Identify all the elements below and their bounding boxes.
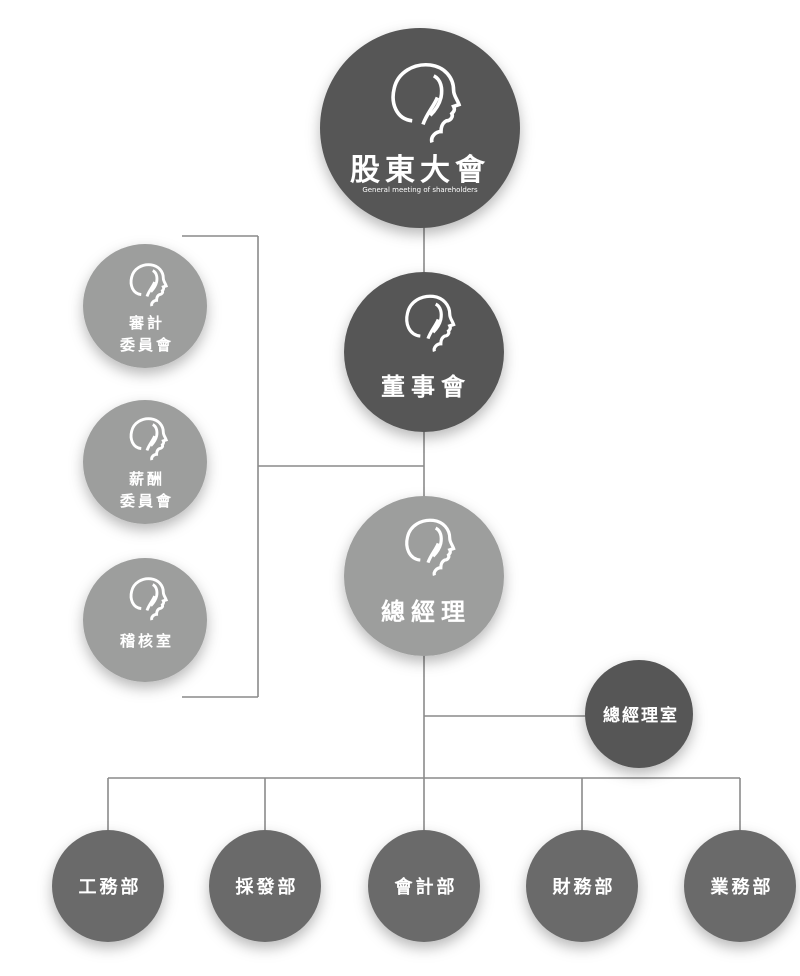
node-audit-label-line1: 審計 bbox=[128, 314, 165, 332]
node-audit-circle bbox=[83, 244, 207, 368]
node-gm-circle bbox=[344, 496, 504, 656]
node-audit-label-line2: 委員會 bbox=[120, 336, 174, 354]
node-dept-label: 業務部 bbox=[710, 876, 774, 898]
node-dept-circle bbox=[368, 830, 480, 942]
node-gm-office-label: 總經理室 bbox=[603, 705, 679, 726]
node-remuneration-label-line2: 委員會 bbox=[120, 492, 174, 510]
node-dept-circle bbox=[52, 830, 164, 942]
node-shareholders-circle bbox=[320, 28, 520, 228]
node-shareholders-label: 股東大會 bbox=[350, 153, 490, 188]
node-dept-label: 採發部 bbox=[236, 876, 299, 898]
node-dept-circle bbox=[684, 830, 796, 942]
node-gm-office-circle bbox=[585, 660, 693, 768]
node-dept-procurement[interactable]: 採發部 bbox=[209, 830, 321, 942]
node-remuneration-circle bbox=[83, 400, 207, 524]
node-shareholders[interactable]: 股東大會 General meeting of shareholders bbox=[320, 28, 520, 228]
node-dept-circle bbox=[209, 830, 321, 942]
node-internal-audit-circle bbox=[83, 558, 207, 682]
node-shareholders-sublabel: General meeting of shareholders bbox=[362, 186, 478, 194]
node-dept-engineering[interactable]: 工務部 bbox=[52, 830, 164, 942]
node-audit-committee[interactable]: 審計 委員會 bbox=[83, 244, 207, 368]
node-dept-label: 財務部 bbox=[553, 876, 616, 898]
node-general-manager[interactable]: 總經理 bbox=[344, 496, 504, 656]
node-dept-accounting[interactable]: 會計部 bbox=[368, 830, 480, 942]
node-dept-sales[interactable]: 業務部 bbox=[684, 830, 796, 942]
node-remuneration-committee[interactable]: 薪酬 委員會 bbox=[83, 400, 207, 524]
node-dept-label: 工務部 bbox=[79, 876, 142, 898]
node-internal-audit[interactable]: 稽核室 bbox=[83, 558, 207, 682]
node-dept-finance[interactable]: 財務部 bbox=[526, 830, 638, 942]
node-dept-label: 會計部 bbox=[395, 876, 458, 898]
node-gm-office[interactable]: 總經理室 bbox=[585, 660, 693, 768]
node-remuneration-label-line1: 薪酬 bbox=[129, 470, 165, 488]
node-board-circle bbox=[344, 272, 504, 432]
node-board[interactable]: 董事會 bbox=[344, 272, 504, 432]
node-dept-circle bbox=[526, 830, 638, 942]
node-internal-audit-label: 稽核室 bbox=[120, 632, 174, 650]
node-board-label: 董事會 bbox=[381, 373, 471, 401]
node-gm-label: 總經理 bbox=[381, 598, 471, 626]
connector-lines bbox=[107, 225, 741, 836]
